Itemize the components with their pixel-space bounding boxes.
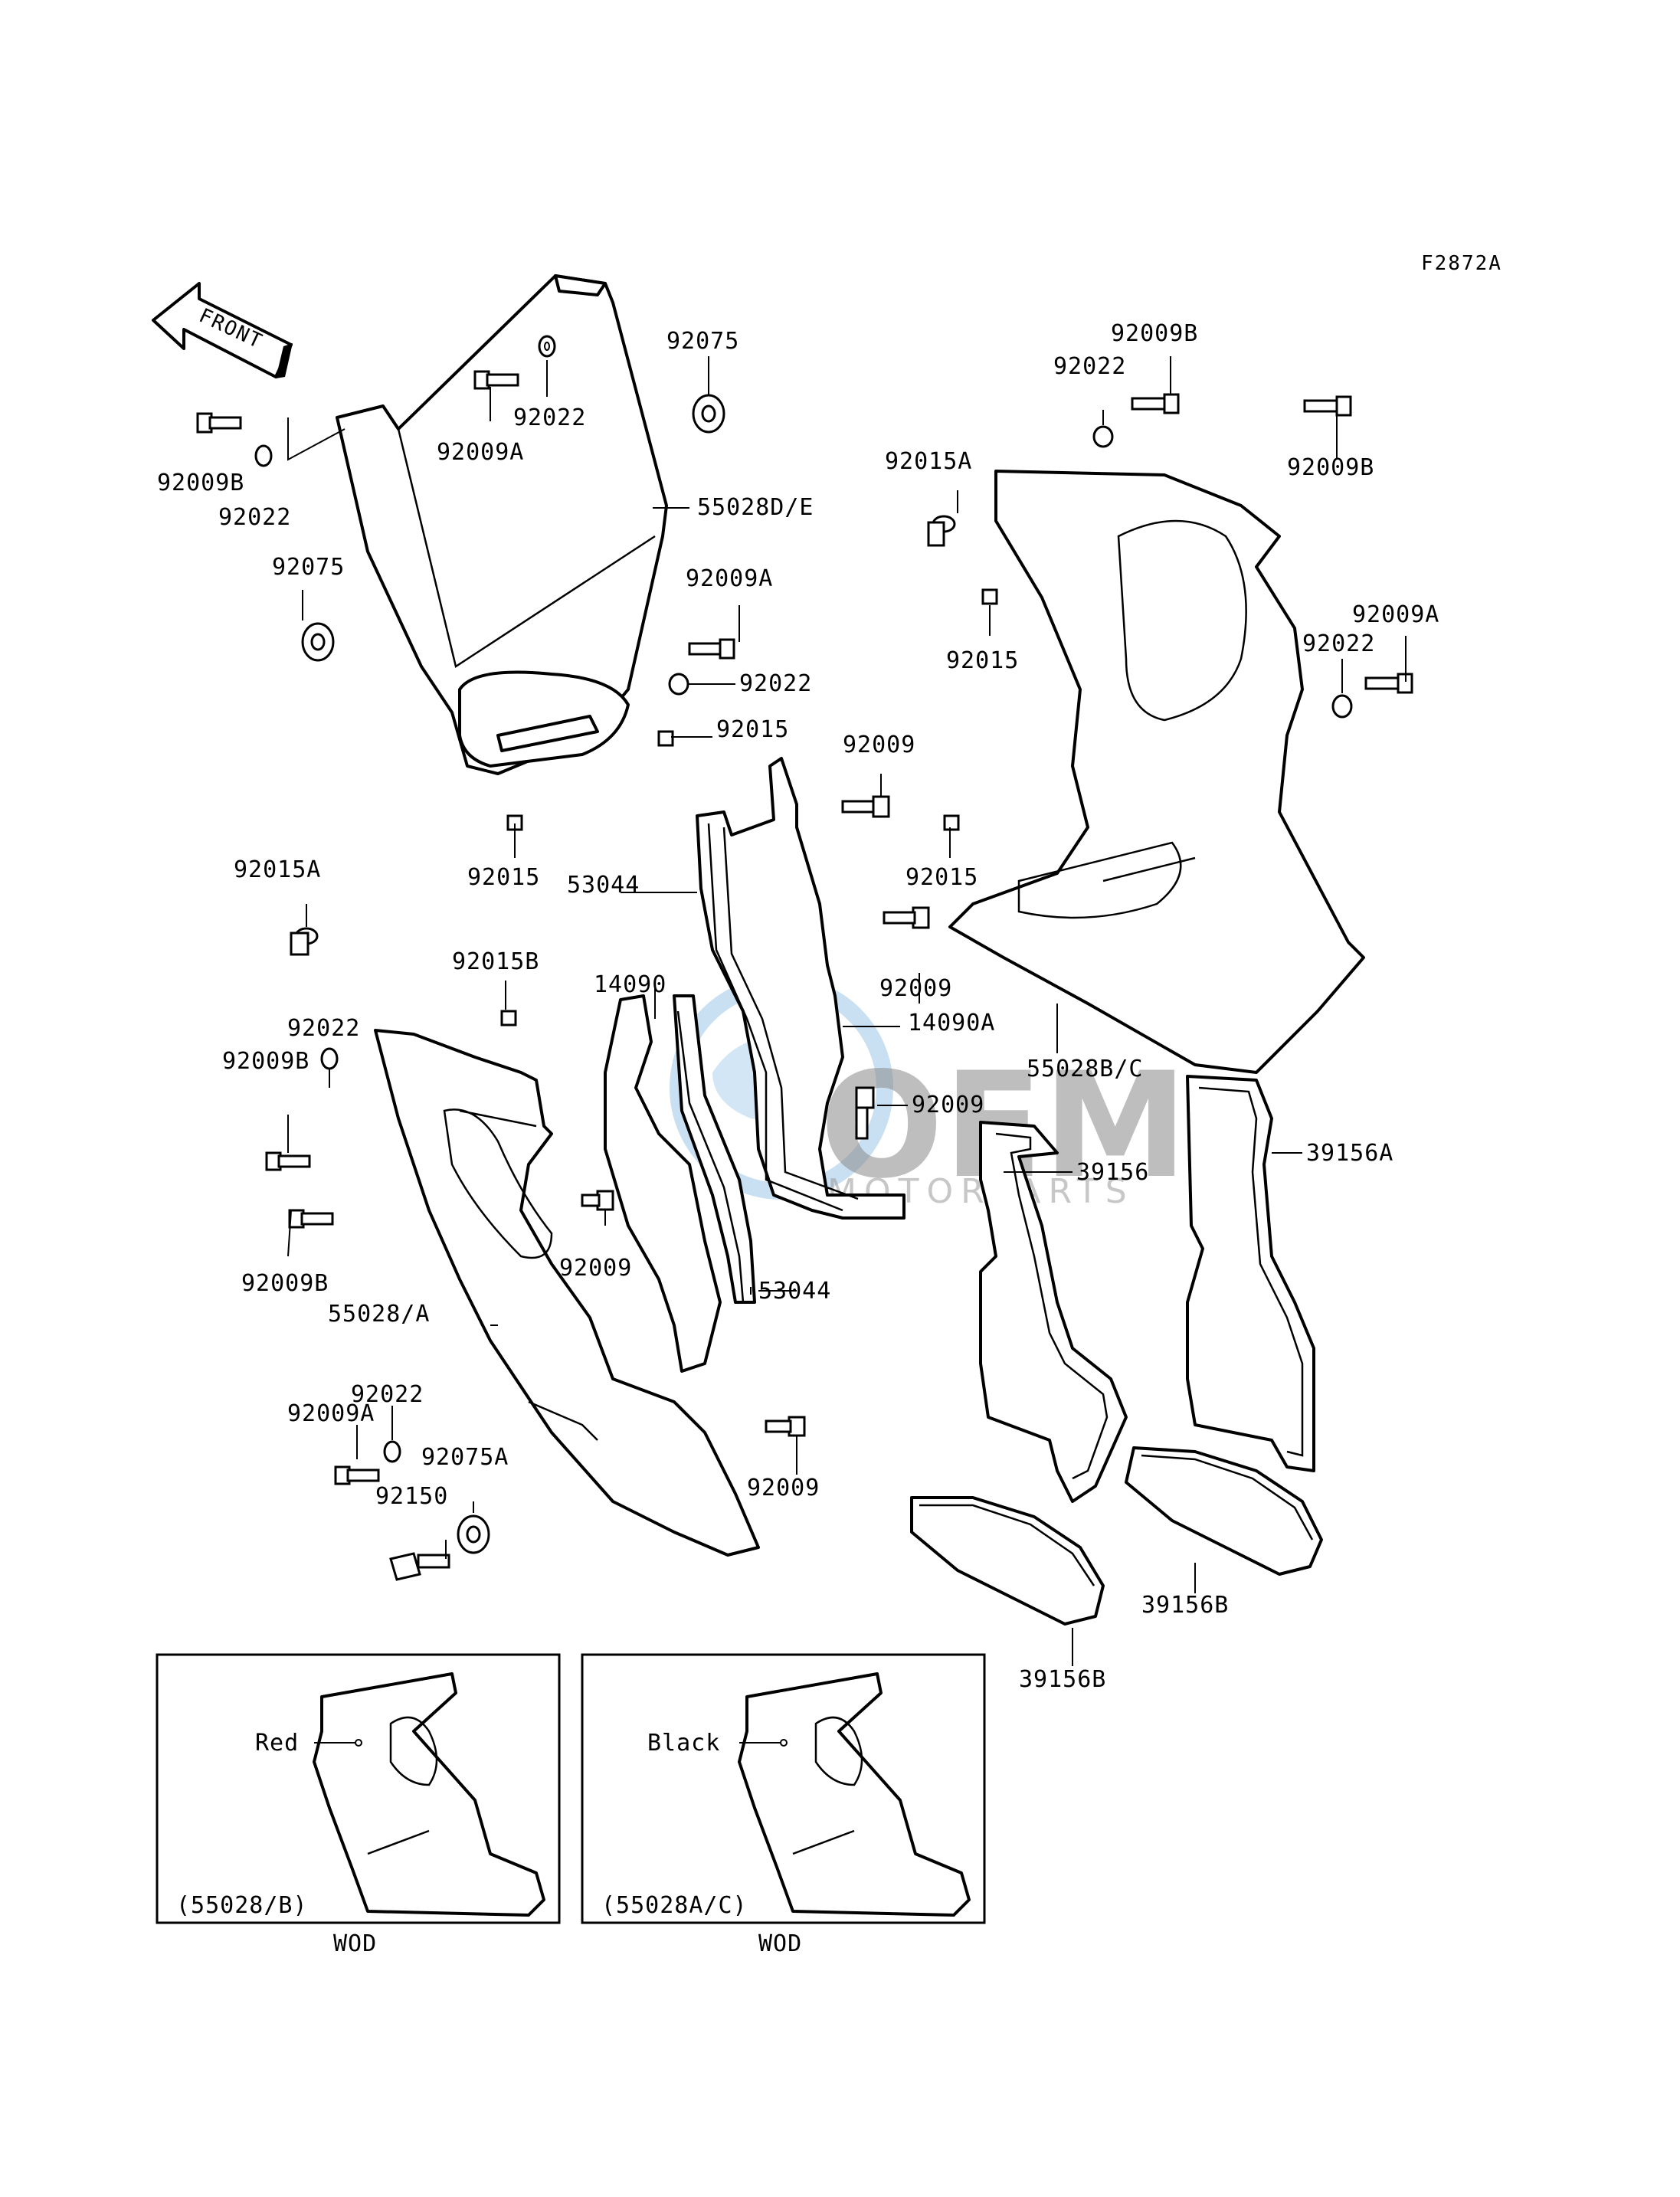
inset-left-ref: (55028/B) [176, 1892, 308, 1919]
pad-39156B-right [1125, 1446, 1323, 1576]
callout-label: 92009A [287, 1400, 375, 1427]
callout-label: 92015 [467, 864, 540, 891]
washer-icon [538, 335, 556, 358]
callout-label: 39156B [1019, 1666, 1106, 1693]
callout-label: 92015 [716, 716, 789, 743]
grommet-icon [457, 1514, 490, 1554]
bolt-icon [765, 1416, 806, 1437]
callout-label: 55028/A [328, 1301, 430, 1328]
callout-label: 53044 [567, 872, 640, 899]
grommet-icon [692, 394, 725, 434]
bolt-icon [1303, 395, 1352, 417]
callout-label: 14090 [594, 971, 666, 998]
hardware-group [196, 335, 1413, 1581]
callout-label: 92022 [218, 504, 291, 531]
upper-fairing-panel [336, 274, 668, 775]
callout-label: 92022 [513, 404, 586, 431]
clip-icon [981, 588, 998, 605]
bolt-icon [1131, 393, 1180, 414]
grommet-icon [301, 622, 335, 662]
bolt-icon [473, 370, 519, 390]
callout-label: 92009B [222, 1048, 309, 1075]
inset-right: Black (55028A/C) WOD [581, 1653, 986, 1957]
pad-39156B-left [910, 1496, 1105, 1626]
clip-icon [943, 814, 960, 831]
callout-label: 92009 [843, 732, 915, 758]
callout-label: 92009 [912, 1092, 984, 1118]
callout-label: 92015 [946, 647, 1019, 674]
bolt-icon [196, 412, 242, 434]
callout-label: 14090A [908, 1010, 995, 1036]
clip-icon [657, 730, 674, 747]
callout-label: 92015A [234, 856, 321, 883]
callout-label: 55028B/C [1027, 1056, 1144, 1082]
callout-label: 92075 [272, 554, 345, 581]
callout-label: 92015A [885, 448, 972, 475]
callout-label: 92022 [1302, 630, 1375, 657]
washer-icon [1331, 694, 1353, 719]
inset-right-color: Black [647, 1730, 720, 1757]
washer-icon [1092, 425, 1114, 448]
bolt-icon [1364, 673, 1413, 694]
inset-right-ref: (55028A/C) [601, 1892, 748, 1919]
washer-icon [383, 1440, 401, 1463]
callout-label: 55028D/E [697, 494, 814, 521]
bolt-icon [581, 1190, 614, 1211]
callout-label: 92009B [1111, 320, 1198, 347]
callout-label: 39156A [1306, 1140, 1393, 1167]
washer-icon [320, 1047, 339, 1070]
right-cowl-panel [948, 470, 1365, 1074]
lower-fairing-panel [374, 1029, 760, 1557]
inner-panel-group [604, 757, 905, 1373]
inset-left: Red (55028/B) WOD [156, 1653, 561, 1957]
callout-label: 92009 [747, 1475, 820, 1501]
figure-code: F2872A [1421, 252, 1502, 275]
washer-icon [254, 444, 273, 467]
bolt-icon [688, 638, 735, 660]
callout-label: 92022 [351, 1381, 424, 1408]
pad-39156A [1186, 1075, 1315, 1472]
bolt-icon [855, 1086, 875, 1140]
callout-label: 92022 [287, 1015, 360, 1042]
callout-label: 39156 [1076, 1159, 1149, 1186]
callout-label: 92009 [879, 975, 952, 1002]
callout-label: 92075 [666, 328, 739, 355]
callout-label: 92009 [559, 1255, 632, 1282]
rivet-icon [290, 927, 319, 956]
callout-label: 92015 [905, 864, 978, 891]
inset-left-color: Red [255, 1730, 299, 1757]
rivet-icon [927, 515, 956, 547]
bolt-icon [334, 1465, 380, 1485]
callout-label: 92150 [375, 1483, 448, 1510]
callout-label: 92009B [1287, 454, 1374, 481]
clip-icon [500, 1010, 517, 1026]
pad-39156 [979, 1121, 1128, 1503]
callout-labels: 92075 92022 92009A 92009B 92022 55028D/E… [157, 320, 1439, 1693]
bolt-icon [265, 1151, 311, 1171]
callout-label: 39156B [1141, 1592, 1229, 1619]
inset-left-note: WOD [333, 1930, 377, 1957]
callout-label: 92075A [421, 1444, 509, 1471]
callout-label: 92022 [1053, 353, 1126, 380]
callout-label: 92009B [157, 470, 244, 496]
washer-icon [668, 673, 689, 696]
bolt-icon [288, 1209, 334, 1229]
callout-label: 92009A [1352, 601, 1439, 628]
leader-lines [287, 356, 1407, 1666]
front-arrow-icon: FRONT [152, 282, 293, 378]
bolt-icon [841, 795, 890, 818]
callout-label: 92009B [241, 1270, 329, 1297]
inset-right-note: WOD [758, 1930, 802, 1957]
bolt-icon [883, 906, 930, 929]
callout-label: 53044 [758, 1278, 831, 1305]
callout-label: 92015B [452, 948, 539, 975]
callout-label: 92009A [686, 565, 773, 592]
callout-label: 92022 [739, 670, 812, 697]
bolt-icon [389, 1552, 450, 1581]
callout-label: 92009A [437, 439, 524, 466]
